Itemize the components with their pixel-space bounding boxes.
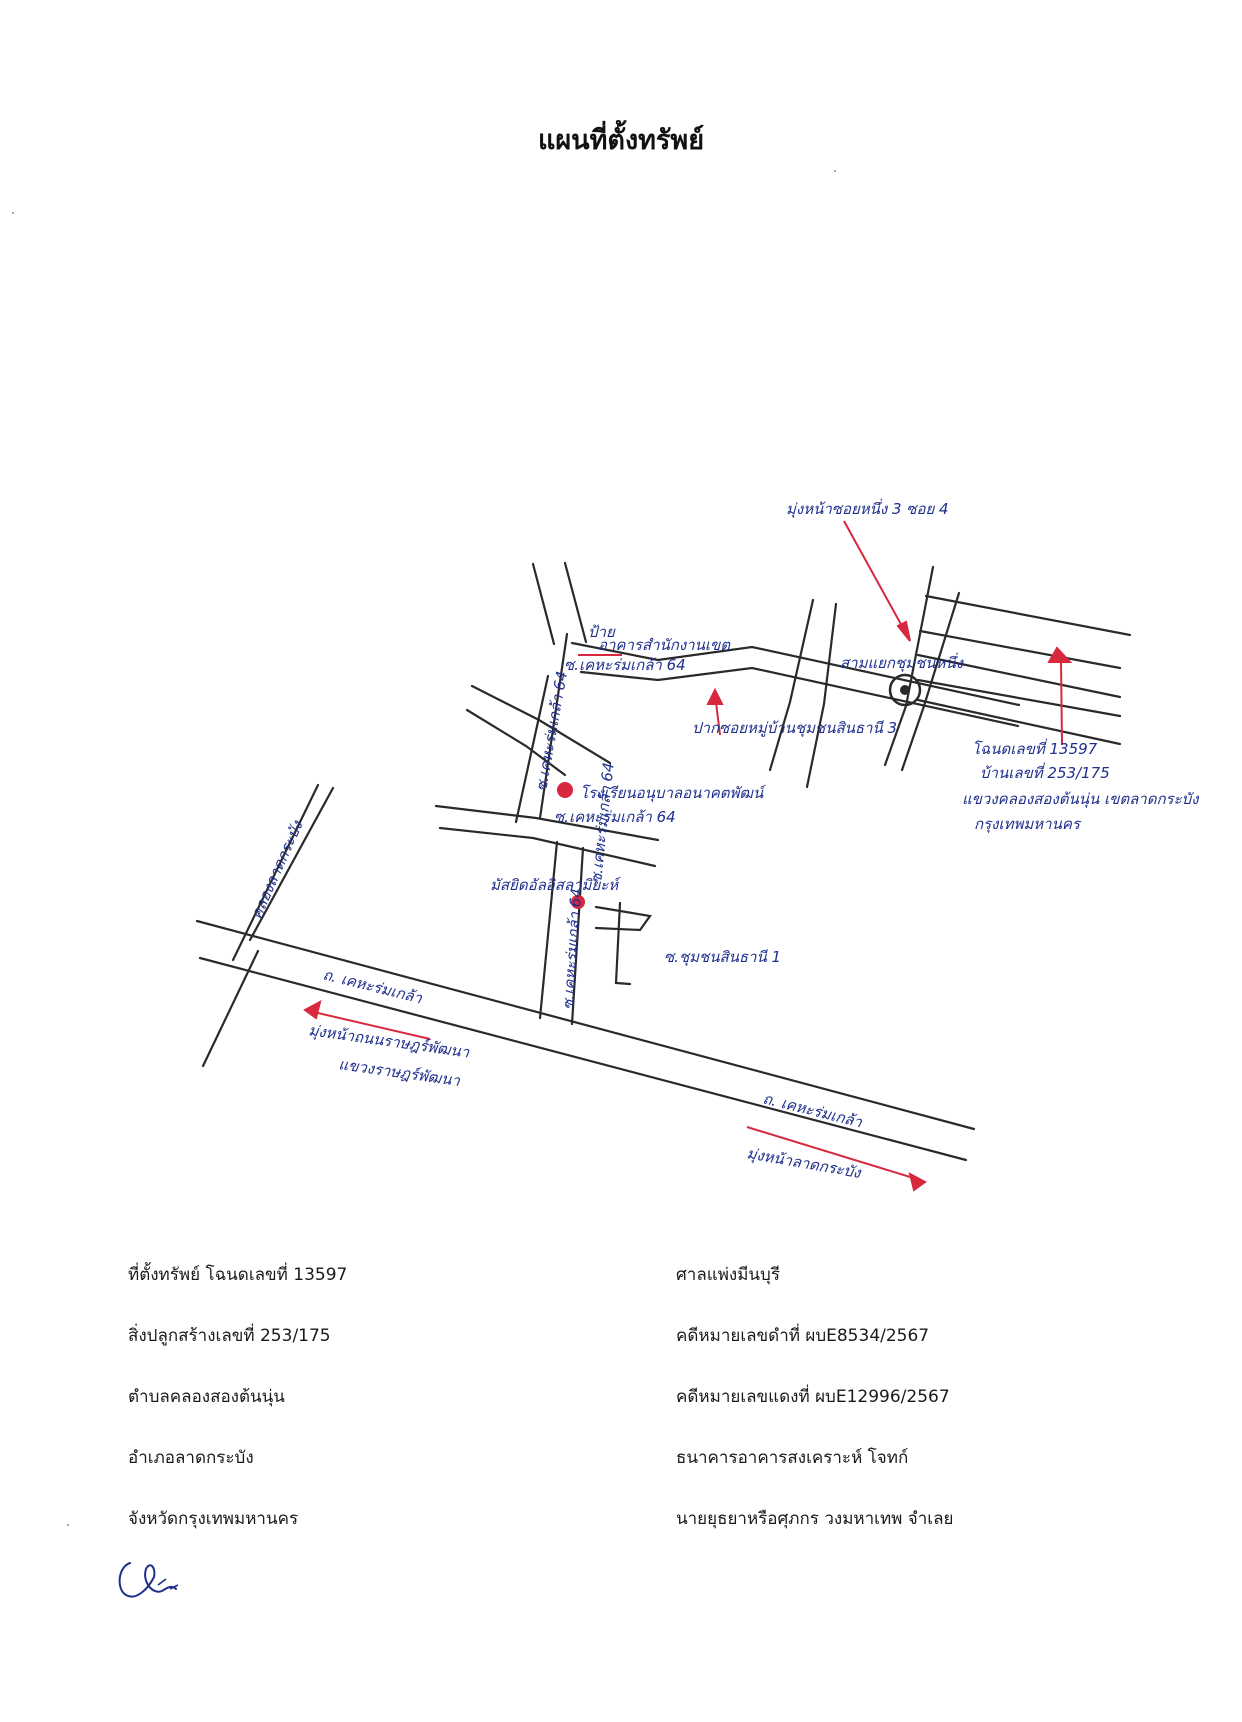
label-entrance: ปากซอยหมู่บ้านชุมชนสินธานี 3 (692, 719, 897, 737)
label-soi-main-2: ซ.เคหะร่มเกล้า 64 (554, 808, 676, 826)
label-main-road-1: ถ. เคหะร่มเกล้า (321, 965, 424, 1007)
right-line-red-case: คดีหมายเลขแดงที่ ผบE12996/2567 (676, 1387, 950, 1407)
roundabout-center-icon (900, 685, 910, 695)
canal-line-inner (231, 783, 320, 962)
right-line-court: ศาลแพ่งมีนบุรี (676, 1265, 780, 1285)
vertical-street-4 (900, 591, 961, 772)
entrance-arrowhead-icon (706, 687, 724, 705)
label-office: อาคารสำนักงานเขต (598, 636, 731, 654)
soi-top-lower-edge (579, 666, 1020, 728)
diagonal-line-1 (470, 684, 612, 765)
label-property-district: แขวงคลองสองต้นนุ่น เขตลาดกระบัง (962, 790, 1200, 808)
left-line-deed: ที่ตั้งทรัพย์ โฉนดเลขที่ 13597 (128, 1265, 348, 1285)
label-direction-left-1: มุ่งหน้าถนนราษฎร์พัฒนา (307, 1021, 470, 1061)
page-title: แผนที่ตั้งทรัพย์ (537, 125, 705, 156)
right-line-plaintiff: ธนาคารอาคารสงเคราะห์ โจทก์ (676, 1448, 909, 1468)
grid-line-1 (924, 594, 1132, 637)
location-map: มุ่งหน้าซอยหนึ่ง 3 ซอย 4 สามแยกชุมชนหนึ่… (195, 498, 1200, 1192)
direction-left-arrowhead-icon (303, 1000, 322, 1020)
soi-mid-top-edge (434, 804, 660, 842)
label-top-pointer: มุ่งหน้าซอยหนึ่ง 3 ซอย 4 (786, 498, 949, 518)
school-marker-icon (557, 782, 573, 798)
signature-mark (118, 1562, 179, 1598)
soi-mid-bottom-edge (438, 826, 657, 868)
branch-soi-1 (594, 905, 652, 932)
right-line-black-case: คดีหมายเลขดำที่ ผบE8534/2567 (676, 1326, 930, 1346)
grid-line-2 (918, 629, 1122, 670)
label-roundabout: สามแยกชุมชนหนึ่ง (840, 652, 965, 672)
top-pointer-arrowhead-icon (896, 620, 911, 642)
label-property-province: กรุงเทพมหานคร (974, 815, 1082, 833)
scan-speck (12, 212, 14, 214)
main-road-edge-top (195, 919, 976, 1131)
property-pointer-line (1060, 659, 1063, 746)
vertical-street-2 (805, 602, 838, 789)
label-school: โรงเรียนอนุบาลอนาคตพัฒน์ (580, 784, 766, 802)
label-soi-branch: ซ.ชุมชนสินธานี 1 (664, 948, 781, 966)
vertical-street-1 (768, 598, 815, 772)
diagonal-line-2 (465, 708, 567, 777)
temple-marker-icon (571, 895, 585, 909)
left-line-subdistrict: ตำบลคลองสองต้นนุ่น (128, 1387, 285, 1407)
property-marker-icon (1047, 646, 1073, 663)
top-road-right (563, 561, 588, 644)
scan-speck (834, 170, 836, 172)
soi-top-edge (570, 641, 1021, 707)
grid-line-5 (916, 698, 1122, 746)
label-property-house: บ้านเลขที่ 253/175 (980, 762, 1110, 782)
soi-lower-right-edge (570, 846, 585, 1026)
grid-line-4 (916, 678, 1122, 718)
label-soi-main-4: ซ.เคหะร่มเกล้า 64 (559, 888, 585, 1011)
grid-line-3 (916, 653, 1122, 699)
soi-upper-right-edge (514, 674, 550, 824)
branch-soi-2 (614, 901, 632, 986)
property-info-left: ที่ตั้งทรัพย์ โฉนดเลขที่ 13597 สิ่งปลูกส… (128, 1262, 347, 1567)
direction-right-arrow (746, 1126, 921, 1181)
direction-right-arrowhead-icon (908, 1172, 927, 1192)
left-line-building: สิ่งปลูกสร้างเลขที่ 253/175 (128, 1326, 331, 1346)
soi-upper-left-edge (538, 632, 569, 820)
left-line-district: อำเภอลาดกระบัง (128, 1448, 254, 1468)
label-canal: คลองลาดกระบัง (247, 817, 307, 922)
canal-line-left (201, 949, 260, 1068)
label-direction-right: มุ่งหน้าลาดกระบัง (745, 1144, 863, 1182)
label-direction-left-2: แขวงราษฎร์พัฒนา (337, 1055, 461, 1090)
scan-speck (67, 1524, 69, 1526)
label-pin: ป้าย (588, 623, 616, 641)
left-line-province: จังหวัดกรุงเทพมหานคร (128, 1509, 299, 1529)
main-road-edge-bottom (198, 956, 968, 1162)
top-pointer-arrow (843, 520, 904, 629)
canal-line-right (248, 786, 335, 942)
top-road-left (531, 562, 556, 646)
right-line-defendant: นายยุธยาหรือศุภกร วงมหาเทพ จำเลย (676, 1509, 954, 1529)
soi-lower-left-edge (538, 840, 559, 1020)
label-property-deed: โฉนดเลขที่ 13597 (972, 738, 1098, 758)
roundabout-icon (888, 673, 922, 707)
case-info-right: ศาลแพ่งมีนบุรี คดีหมายเลขดำที่ ผบE8534/2… (676, 1262, 953, 1567)
direction-left-arrow (304, 1009, 431, 1040)
label-temple: มัสยิดอัลอิสลามิยะห์ (490, 876, 621, 894)
label-soi-main-1: ซ.เคหะร่มเกล้า 64 (564, 656, 686, 674)
